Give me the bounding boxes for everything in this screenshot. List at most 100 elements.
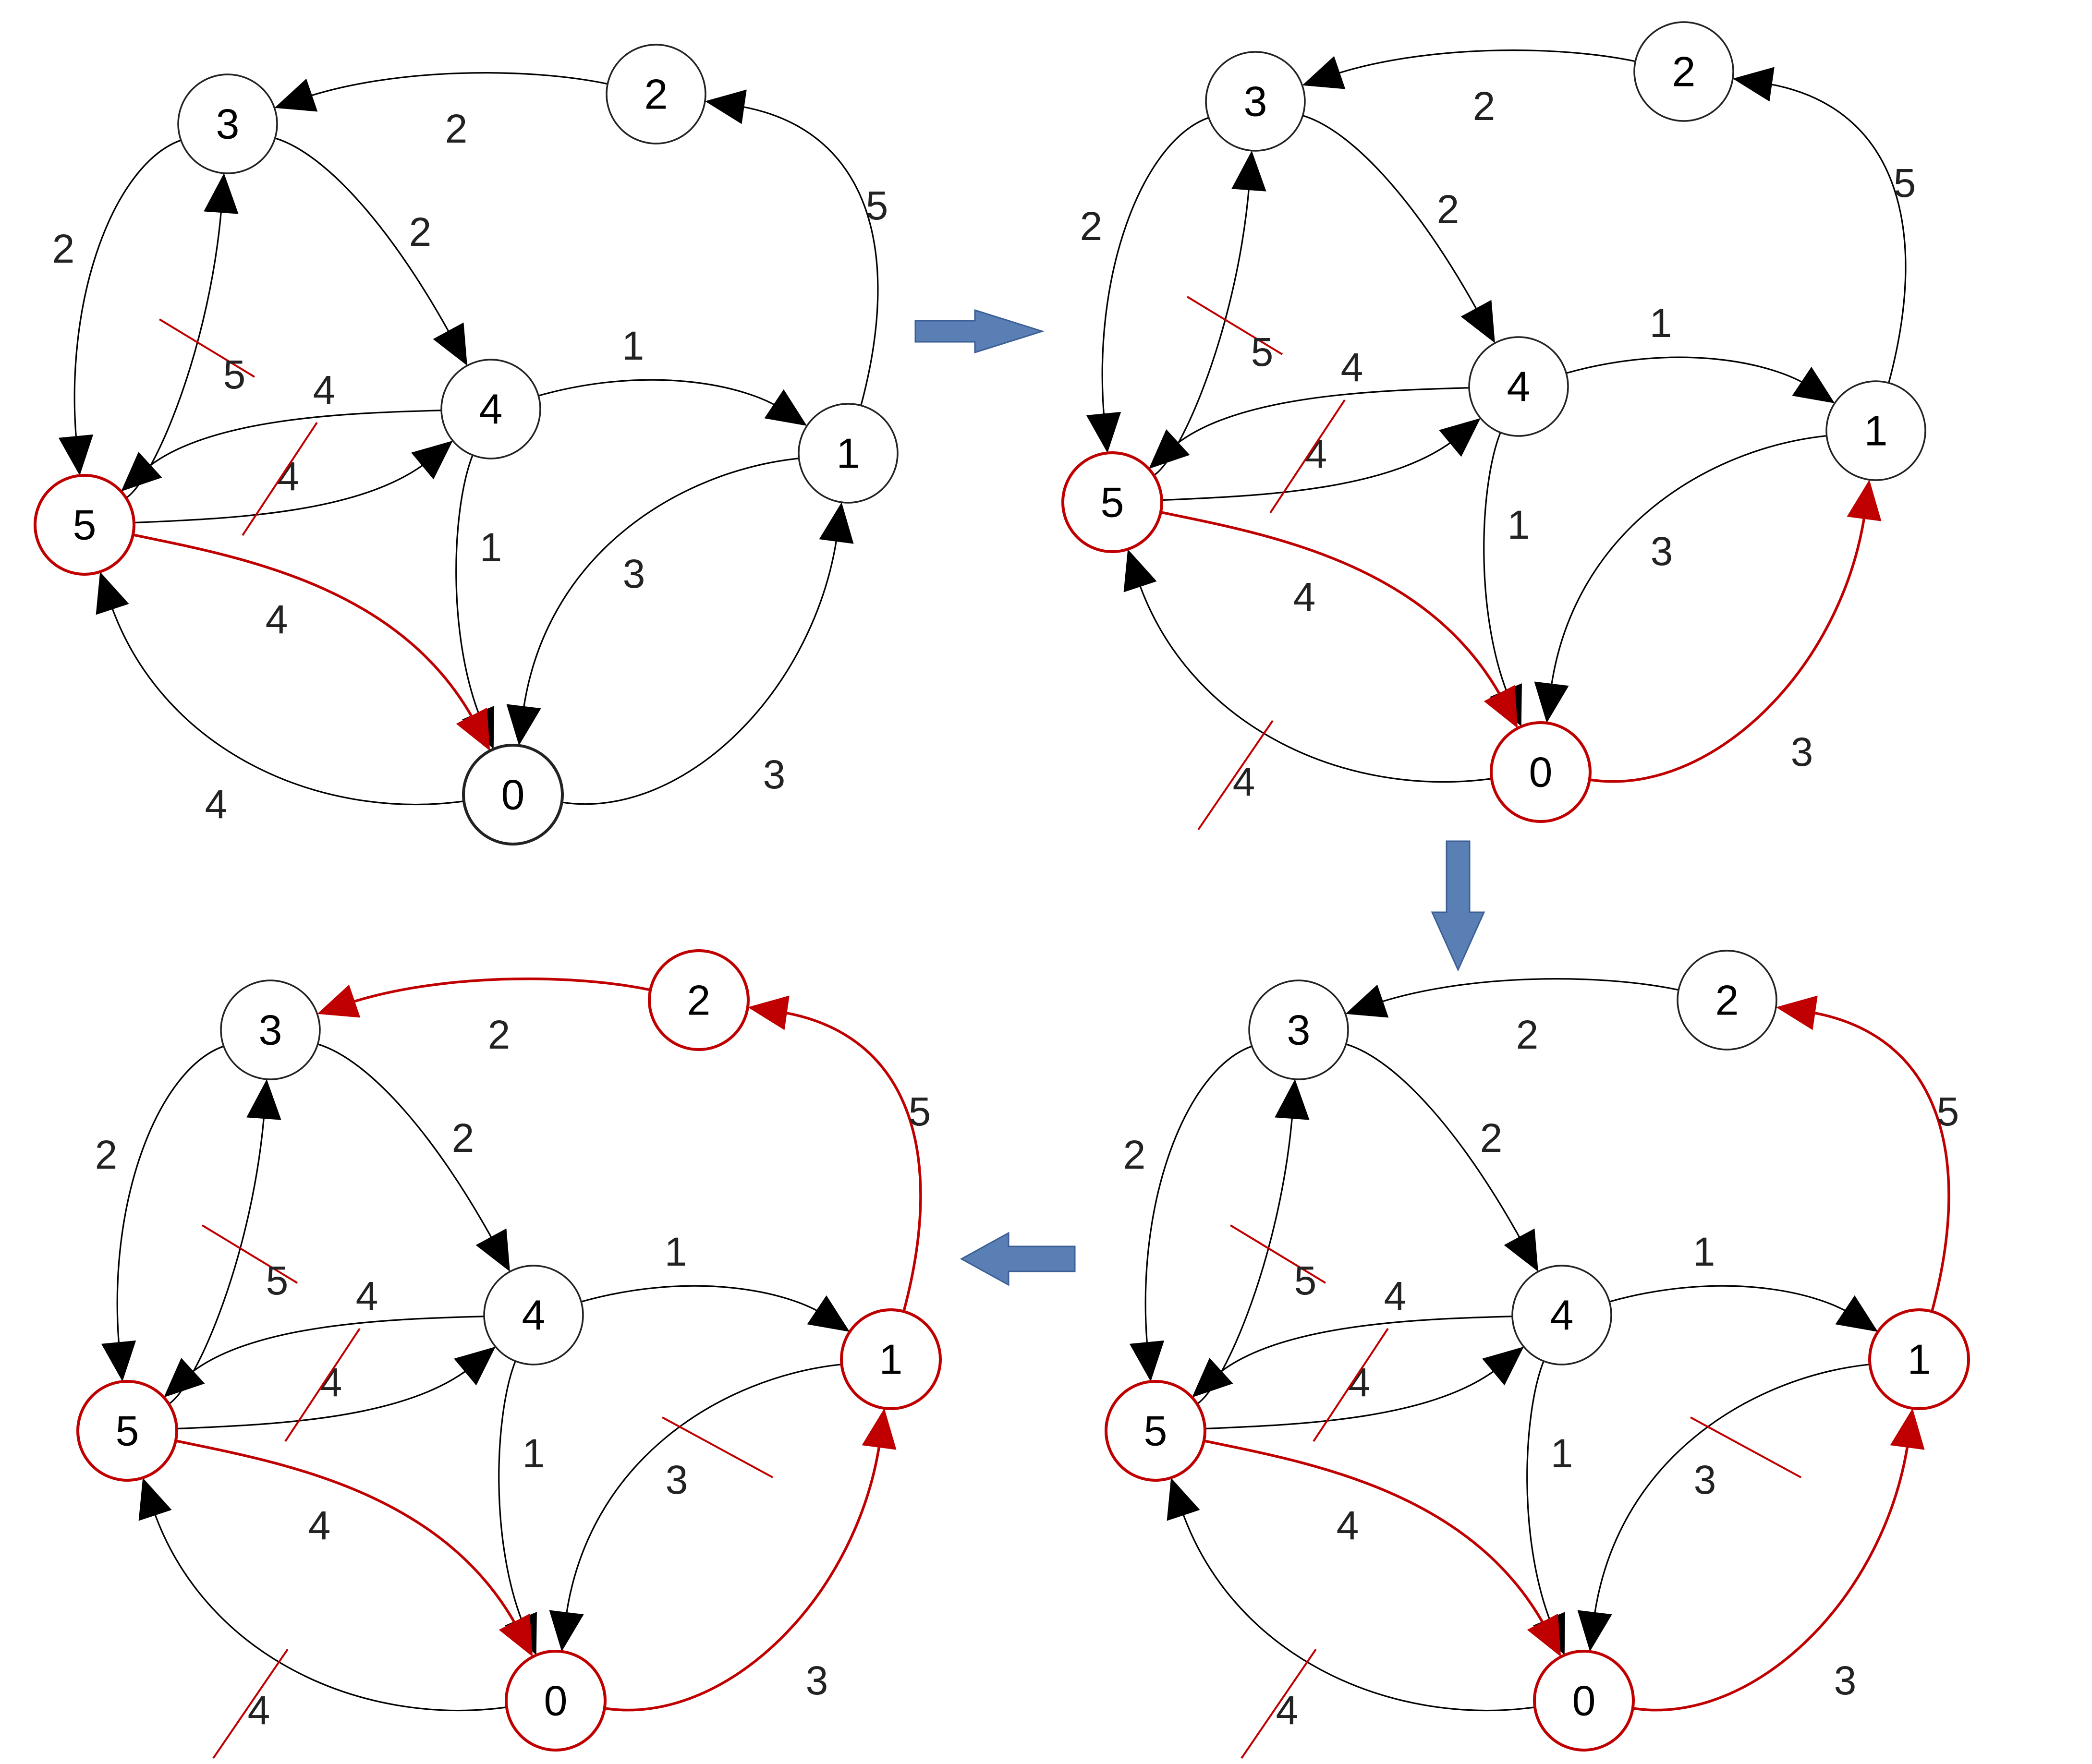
node-circle	[1490, 721, 1592, 823]
edge-e34	[275, 137, 454, 341]
weight-e53: 5	[223, 352, 246, 397]
node-4: 4	[1468, 336, 1569, 437]
weight-e50: 4	[1337, 1503, 1359, 1548]
edge-e23	[301, 72, 608, 100]
edge-e40	[1526, 1361, 1555, 1630]
node-circle	[1511, 1265, 1612, 1365]
node-4: 4	[440, 359, 541, 459]
node-2: 2	[648, 949, 750, 1051]
arrowhead-e23	[1345, 984, 1389, 1018]
weight-e35: 2	[52, 226, 75, 271]
arrowhead-e45	[121, 452, 162, 492]
strike-e54	[284, 1328, 361, 1442]
arrowhead-e54	[411, 440, 453, 480]
node-0: 0	[1533, 1650, 1635, 1752]
node-0: 0	[1490, 721, 1592, 823]
edge-e10	[522, 458, 799, 718]
node-2: 2	[1633, 21, 1734, 122]
weight-e50: 4	[1293, 574, 1316, 619]
node-label: 5	[1101, 479, 1124, 526]
arrowhead-e45	[164, 1358, 205, 1398]
arrowhead-e53	[204, 173, 239, 214]
weight-e01: 3	[763, 752, 786, 797]
node-label: 1	[879, 1336, 903, 1383]
node-circle	[76, 1380, 178, 1482]
arrowhead-e12	[1732, 67, 1775, 102]
arrowhead-e10	[549, 1610, 584, 1652]
edge-e34	[317, 1043, 497, 1247]
arrowhead-e45	[1192, 1358, 1233, 1398]
node-1: 1	[1825, 380, 1926, 481]
weight-e01: 3	[806, 1658, 828, 1703]
node-label: 3	[216, 100, 240, 148]
weight-e01: 3	[1791, 729, 1813, 774]
edge-e05	[1136, 576, 1492, 783]
edge-e45	[141, 410, 442, 473]
arrowhead-e34	[1460, 300, 1495, 343]
node-circle	[1248, 979, 1349, 1080]
arrowhead-e45	[1149, 429, 1190, 469]
node-label: 1	[1908, 1336, 1931, 1383]
node-circle	[1105, 1380, 1206, 1482]
weight-e23: 2	[1473, 84, 1496, 129]
strike-e10	[662, 1416, 773, 1478]
weight-e40: 1	[480, 525, 502, 570]
node-label: 4	[522, 1292, 546, 1339]
node-circle	[1205, 51, 1306, 152]
weight-e40: 1	[523, 1431, 545, 1476]
node-label: 2	[1672, 48, 1696, 96]
arrowhead-e05	[1123, 549, 1157, 592]
transition-arrows	[914, 309, 1485, 1286]
node-circle	[177, 73, 278, 174]
node-label: 5	[73, 501, 97, 549]
edge-e41	[1566, 356, 1812, 388]
node-label: 4	[479, 386, 503, 433]
weight-e23: 2	[445, 106, 468, 151]
node-circle	[462, 744, 564, 846]
arrowhead-e50	[1484, 685, 1518, 728]
arrowhead-e53	[1275, 1079, 1310, 1120]
arrowhead-e10	[506, 704, 541, 746]
edge-e05	[108, 598, 464, 805]
node-label: 5	[116, 1407, 139, 1455]
node-label: 4	[1507, 363, 1531, 411]
transition-arrow-left	[960, 1232, 1076, 1286]
node-circle	[1468, 336, 1569, 437]
weight-e23: 2	[488, 1012, 511, 1057]
weight-e53: 5	[1251, 329, 1274, 375]
edge-e41	[538, 379, 784, 411]
node-circle	[606, 44, 706, 145]
weight-e34: 2	[452, 1115, 474, 1160]
nodes: 0 1 2 3 4 5	[1061, 21, 1926, 823]
edge-e45	[1212, 1316, 1513, 1379]
arrowhead-e54	[454, 1346, 496, 1386]
edge-e10	[1549, 435, 1827, 695]
node-label: 0	[1572, 1677, 1596, 1725]
arrowhead-e35	[58, 434, 94, 476]
edge-e50	[175, 1439, 521, 1632]
transition-arrow-right	[914, 309, 1045, 354]
weight-e12: 5	[1894, 160, 1916, 205]
edge-e40	[455, 455, 484, 724]
node-1: 1	[798, 403, 899, 504]
node-circle	[1677, 950, 1777, 1051]
weight-e34: 2	[1437, 187, 1460, 232]
weight-e23: 2	[1516, 1012, 1539, 1057]
edge-e35	[73, 139, 182, 447]
node-circle	[1633, 21, 1734, 122]
arrowhead-e12	[747, 995, 790, 1030]
node-circle	[798, 403, 899, 504]
weight-e45: 4	[1384, 1273, 1407, 1318]
node-circle	[840, 1308, 942, 1410]
arrowhead-e10	[1577, 1610, 1612, 1652]
node-3: 3	[177, 73, 278, 174]
edge-e34	[1346, 1043, 1525, 1247]
node-4: 4	[1511, 1265, 1612, 1365]
weight-e53: 5	[1294, 1258, 1317, 1303]
node-label: 3	[259, 1006, 282, 1054]
